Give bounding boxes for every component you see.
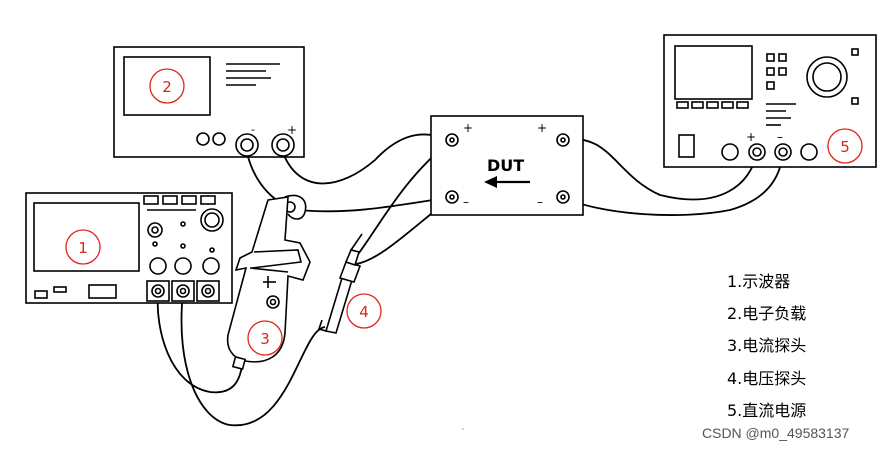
callouts: 1 2 3 4 5 xyxy=(65,68,863,356)
electronic-load: - + xyxy=(113,46,305,158)
callout-1-label: 1 xyxy=(78,239,88,257)
dut-label: DUT xyxy=(487,156,524,175)
callout-5-label: 5 xyxy=(840,138,850,156)
legend-item-dc-power-supply: 5.直流电源 xyxy=(727,400,807,420)
electronic-load-screen xyxy=(123,56,211,116)
callout-2-label: 2 xyxy=(162,78,172,96)
dut: + – + – DUT xyxy=(430,115,584,216)
supply-terminal-plus-label: + xyxy=(746,130,756,144)
power-supply-screen xyxy=(674,45,753,100)
dc-power-supply: + – xyxy=(663,34,877,168)
legend-item-electronic-load: 2.电子负载 xyxy=(727,304,807,324)
callout-3-label: 3 xyxy=(260,330,270,348)
legend-item-voltage-probe: 4.电压探头 xyxy=(727,368,807,388)
callout-4 xyxy=(346,293,382,329)
callout-4-label: 4 xyxy=(359,303,369,321)
legend-item-oscilloscope: 1.示波器 xyxy=(727,272,791,291)
callout-1 xyxy=(65,229,101,265)
load-terminal-minus-label: - xyxy=(251,123,255,136)
callout-2 xyxy=(149,68,185,104)
load-terminal-plus-label: + xyxy=(287,123,297,137)
watermark: CSDN @m0_49583137 xyxy=(702,425,850,441)
oscilloscope-screen xyxy=(33,202,140,272)
current-probe xyxy=(226,194,311,371)
oscilloscope xyxy=(25,192,233,304)
callout-3 xyxy=(247,320,283,356)
legend-item-current-probe: 3.电流探头 xyxy=(727,336,807,356)
wire-scope-ch1-to-current-probe xyxy=(156,291,243,394)
dut-left-minus-label: – xyxy=(463,195,469,209)
dut-right-minus-label: – xyxy=(537,195,543,209)
dut-right-plus-label: + xyxy=(537,121,547,135)
dut-left-plus-label: + xyxy=(463,121,473,135)
wire-load-plus-to-dut-plus xyxy=(282,133,453,185)
wire-dut-minus-to-supply-minus xyxy=(562,152,784,216)
wires xyxy=(156,133,784,426)
callout-5 xyxy=(827,128,863,164)
supply-terminal-minus-label: – xyxy=(777,130,783,144)
voltage-probe xyxy=(317,233,363,334)
oscilloscope-channel-connectors xyxy=(146,280,220,302)
legend: 1.示波器 2.电子负载 3.电流探头 4.电压探头 5.直流电源 xyxy=(727,266,806,427)
wire-dut-plus-to-supply-plus xyxy=(562,138,758,201)
wire-scope-ch2-to-voltage-probe xyxy=(180,291,326,426)
